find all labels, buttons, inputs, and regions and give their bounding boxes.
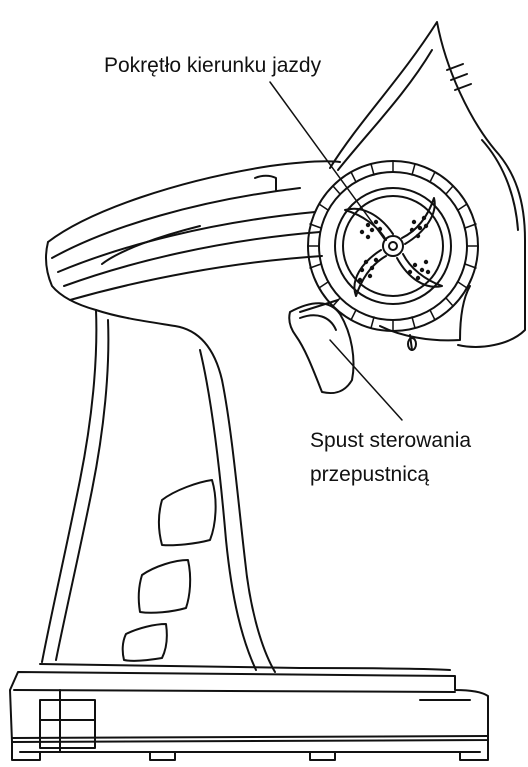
steering-leader-line [270,82,385,240]
grip [42,310,275,672]
steering-wheel-label: Pokrętło kierunku jazdy [104,52,321,80]
grip-pad-bottom [123,624,167,661]
throttle-trigger-label-line2: przepustnicą [310,461,429,489]
antenna-fin [330,22,525,347]
throttle-trigger-label-line1: Spust sterowania [310,427,471,455]
base [10,664,488,760]
grip-pad-middle [139,560,190,613]
grip-pad-top [159,480,216,545]
steering-wheel [308,161,478,331]
throttle-leader-line [330,340,402,420]
